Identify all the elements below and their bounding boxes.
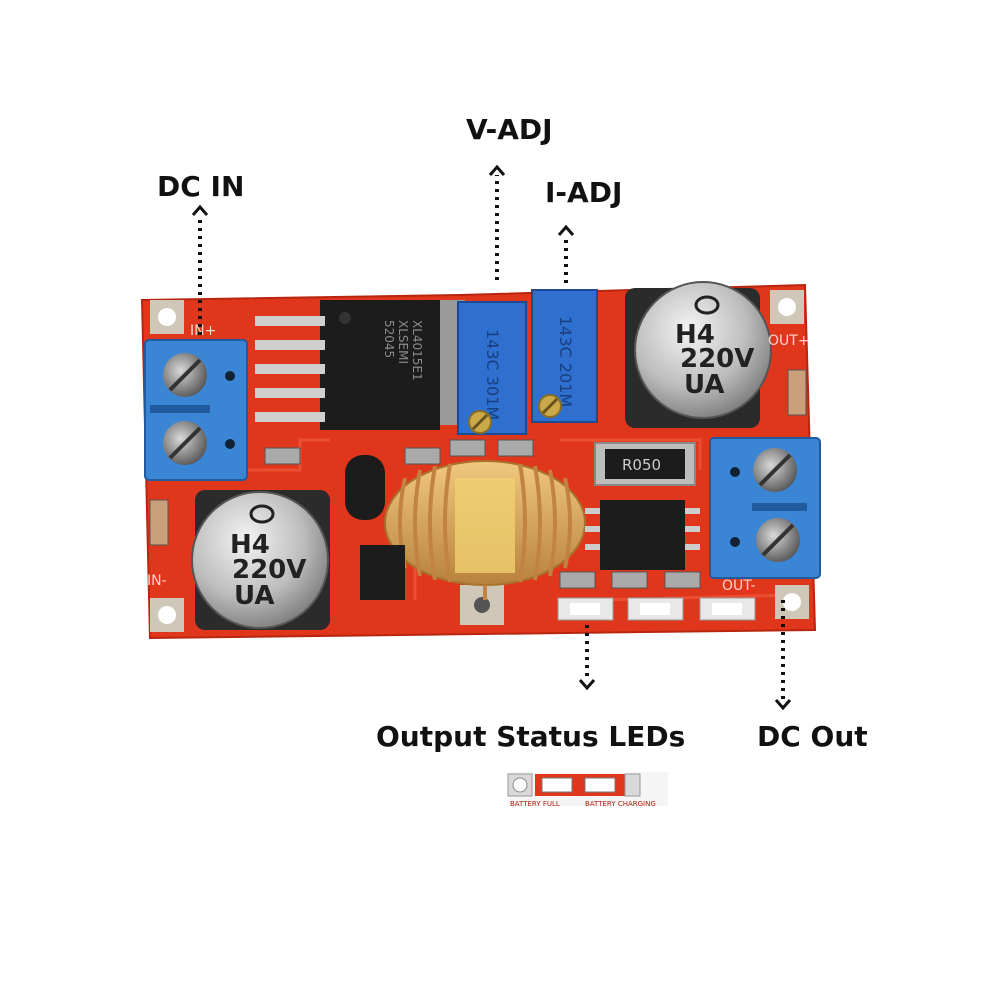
output-capacitor: H4 220V UA bbox=[625, 281, 772, 428]
ic-marking-1: XL4015E1 bbox=[410, 320, 424, 381]
ic-marking-2: XLSEMI bbox=[396, 320, 410, 364]
svg-text:H4: H4 bbox=[230, 530, 270, 560]
sense-resistor: R050 bbox=[594, 442, 696, 486]
svg-text:143C 201M: 143C 201M bbox=[556, 316, 575, 407]
svg-text:UA: UA bbox=[684, 370, 724, 400]
dc-out-label: DC Out bbox=[757, 720, 868, 753]
silk-out-plus: OUT+ bbox=[768, 333, 810, 349]
output-status-leds-label: Output Status LEDs bbox=[376, 720, 686, 753]
dc-in-terminal bbox=[144, 339, 248, 481]
battery-charging-label: BATTERY CHARGING bbox=[585, 800, 656, 808]
svg-text:UA: UA bbox=[234, 581, 274, 611]
mounting-holes bbox=[150, 290, 809, 632]
silk-in-plus: IN+ bbox=[190, 323, 216, 339]
input-capacitor: H4 220V UA bbox=[191, 490, 330, 630]
svg-text:H4: H4 bbox=[675, 320, 715, 350]
voltage-adjust-pot: 143C 301M bbox=[457, 301, 527, 435]
svg-text:R050: R050 bbox=[622, 456, 661, 474]
regulator-ic: XL4015E1 XLSEMI 52045 bbox=[255, 300, 465, 430]
status-leds bbox=[557, 597, 756, 621]
ic-marking-3: 52045 bbox=[382, 320, 396, 358]
silk-in-minus: IN- bbox=[147, 573, 167, 589]
dc-out-terminal bbox=[709, 437, 821, 579]
inductor-coil bbox=[384, 460, 586, 600]
i-adj-label: I-ADJ bbox=[545, 176, 623, 209]
svg-text:220V: 220V bbox=[232, 555, 306, 585]
battery-full-label: BATTERY FULL bbox=[510, 800, 560, 808]
callout-arrows bbox=[198, 175, 785, 700]
silk-out-minus: OUT- bbox=[722, 578, 756, 594]
current-adjust-pot: 143C 201M bbox=[531, 289, 598, 423]
svg-text:220V: 220V bbox=[680, 344, 754, 374]
svg-text:143C 301M: 143C 301M bbox=[483, 329, 502, 420]
led-legend-strip: BATTERY FULL BATTERY CHARGING bbox=[507, 772, 668, 808]
dc-in-label: DC IN bbox=[157, 170, 245, 203]
v-adj-label: V-ADJ bbox=[466, 113, 553, 146]
smd-components bbox=[149, 369, 807, 600]
